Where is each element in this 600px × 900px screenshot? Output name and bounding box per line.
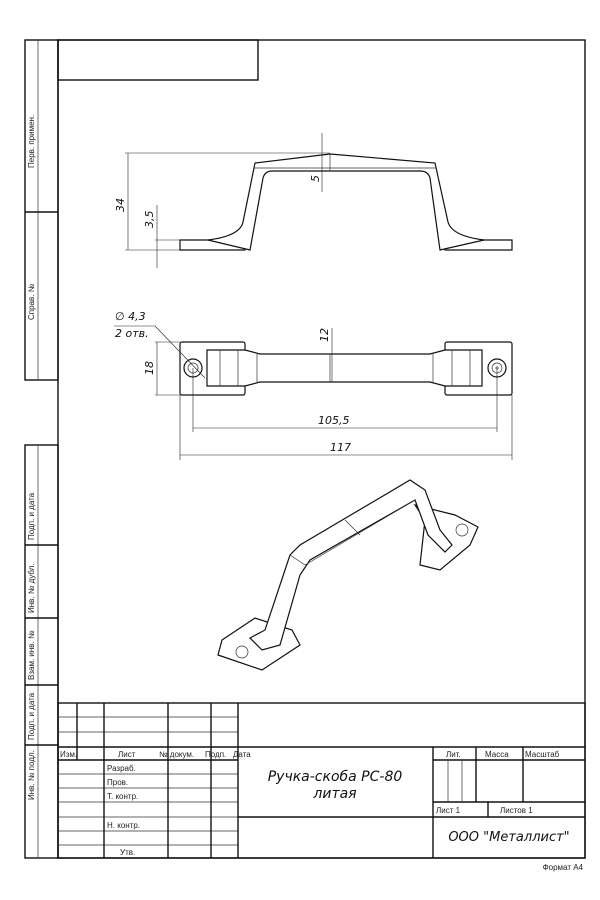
col-header-sign: Подп. <box>205 750 226 759</box>
dim-width: 18 <box>143 361 156 375</box>
role-label: Пров. <box>107 778 128 787</box>
role-label: Т. контр. <box>107 792 138 801</box>
front-view <box>179 153 513 251</box>
front-view-dimensions: 34 3,5 5 <box>114 133 330 268</box>
sheet-number: Лист 1 <box>436 806 461 815</box>
scale-label: Масштаб <box>525 750 560 759</box>
dim-height-total: 34 <box>114 198 127 212</box>
side-label: Подп. и дата <box>27 492 36 540</box>
dim-bar-width: 12 <box>318 328 331 342</box>
left-strip: Перв. примен. Справ. № Подп. и дата Инв.… <box>24 39 59 859</box>
dim-length-total: 117 <box>330 441 351 454</box>
col-header-doc: № докум. <box>159 750 194 759</box>
side-label: Инв. № подл. <box>27 750 36 800</box>
side-label: Подп. и дата <box>27 692 36 740</box>
plan-view-dimensions: ∅ 4,3 2 отв. 18 12 105,5 117 <box>114 310 513 460</box>
side-label: Справ. № <box>27 283 36 320</box>
col-header-date: Дата <box>233 750 251 759</box>
role-label: Утв. <box>120 848 135 857</box>
lit-label: Лит. <box>446 750 461 759</box>
sheet-count: Листов 1 <box>500 806 533 815</box>
side-label: Перв. примен. <box>27 115 36 168</box>
dim-hole-spacing: 105,5 <box>318 414 350 427</box>
col-header-izm: Изм. <box>60 750 77 759</box>
dim-top-thickness: 5 <box>309 175 322 182</box>
drawing-title: Ручка-скоба РС-80 <box>268 769 403 785</box>
company-name: ООО "Металлист" <box>448 830 569 845</box>
col-header-list: Лист <box>118 750 136 759</box>
format-label: Формат А4 <box>543 863 584 872</box>
title-block: Изм. Лист № докум. Подп. Дата Разраб. Пр… <box>57 702 586 859</box>
role-label: Разраб. <box>107 764 136 773</box>
role-label: Н. контр. <box>107 821 140 830</box>
plan-view <box>179 341 513 396</box>
side-label: Взам. инв. № <box>27 630 36 680</box>
top-left-box <box>57 39 259 81</box>
dim-hole-diameter: ∅ 4,3 <box>115 310 146 323</box>
dim-hole-count: 2 отв. <box>115 327 149 340</box>
side-label: Инв. № дубл. <box>27 563 36 613</box>
mass-label: Масса <box>485 750 509 759</box>
dim-base-thickness: 3,5 <box>143 211 156 229</box>
isometric-view <box>217 479 479 671</box>
drawing-subtitle: литая <box>312 786 356 802</box>
